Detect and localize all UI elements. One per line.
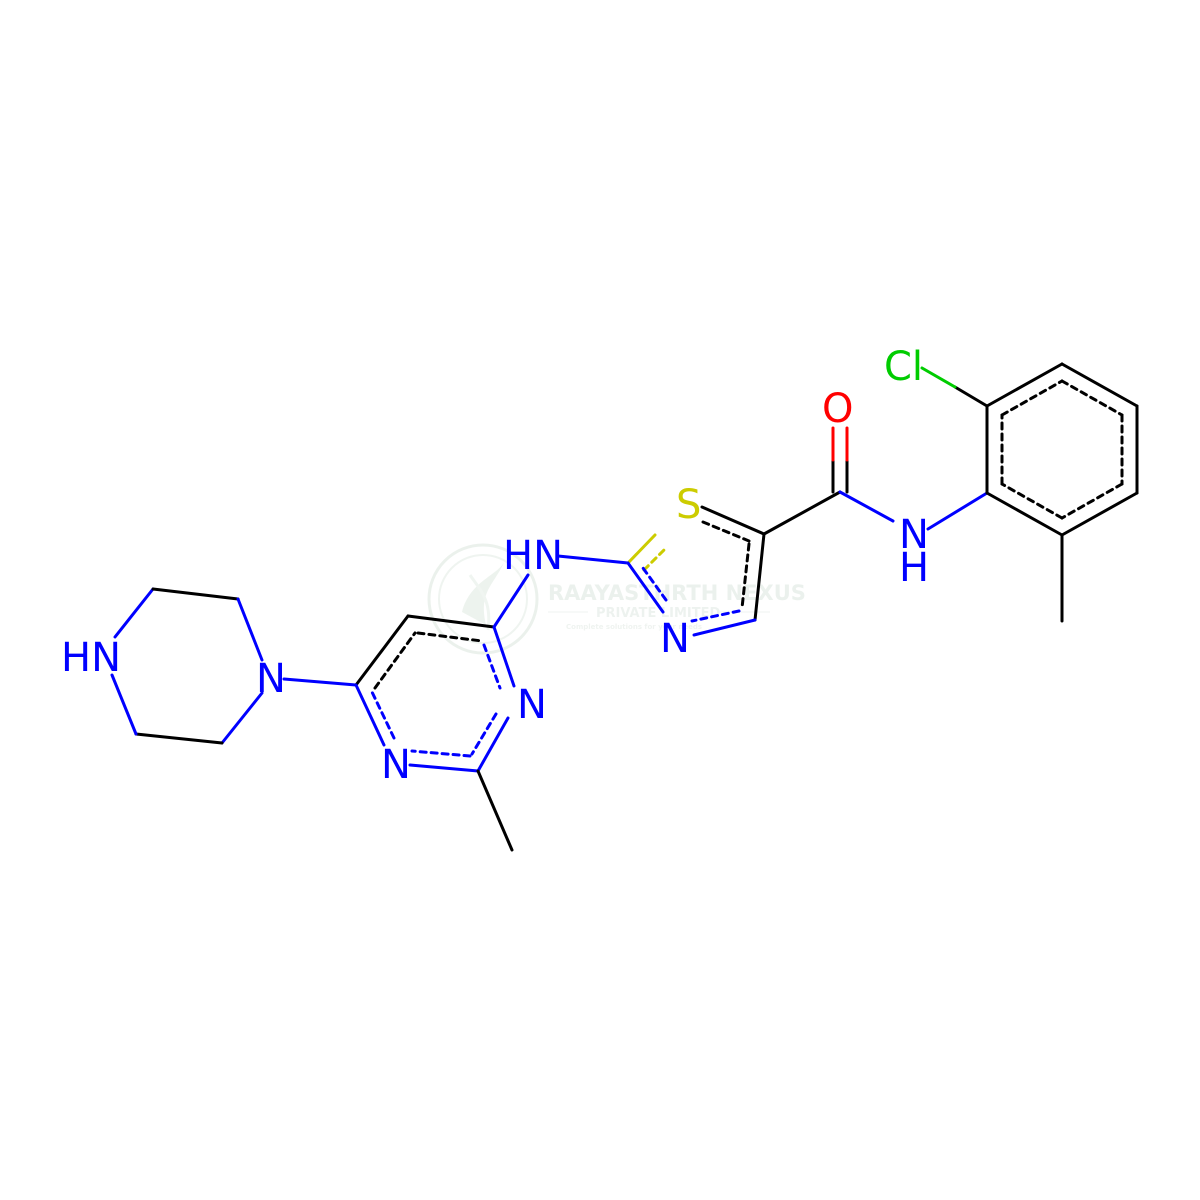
watermark-tagline: Complete solutions for your needs: [566, 623, 702, 631]
watermark-company: RAAYASTHRTH NEXUS: [548, 581, 806, 605]
amide-n-label: N: [899, 512, 929, 558]
carbonyl-double-bond: [831, 426, 849, 494]
atom-labels: Cl O S N H N HN N N N HN: [61, 344, 929, 788]
amide-aryl-bond: [926, 491, 989, 531]
benzene-ring: [985, 362, 1139, 537]
nh-thiazole-bond: [556, 554, 630, 565]
carbonyl-amide-bond: [838, 490, 895, 523]
thiazole-n-label: N: [660, 616, 690, 662]
amide-h-label: H: [899, 545, 929, 591]
watermark: RAAYASTHRTH NEXUS PRIVATE LIMITED Comple…: [427, 543, 806, 655]
piperazine-n-label: N: [256, 656, 286, 702]
thiazole-ring: [626, 505, 766, 637]
bonds: [110, 362, 1139, 852]
pyrimidine-methyl-bond: [476, 769, 514, 852]
pyrimidine-nh-bond: [492, 573, 530, 629]
amine-nh-label: HN: [503, 533, 563, 579]
leaf-ribbon-icon: [427, 543, 539, 655]
aryl-chlorine-bond: [920, 366, 989, 408]
thiazole-carbonyl-bond: [762, 490, 842, 536]
piperazine-ring: [110, 587, 264, 745]
oxygen-label: O: [822, 386, 853, 432]
sulfur-label: S: [676, 482, 701, 528]
chlorine-label: Cl: [884, 344, 923, 390]
piperazine-pyrimidine-bond: [282, 677, 358, 687]
pyrimidine-n2-label: N: [381, 742, 411, 788]
piperazine-nh-label: HN: [61, 635, 121, 681]
pyrimidine-n1-label: N: [517, 682, 547, 728]
pyrimidine-ring: [354, 614, 516, 773]
watermark-subtitle: PRIVATE LIMITED: [596, 606, 721, 621]
